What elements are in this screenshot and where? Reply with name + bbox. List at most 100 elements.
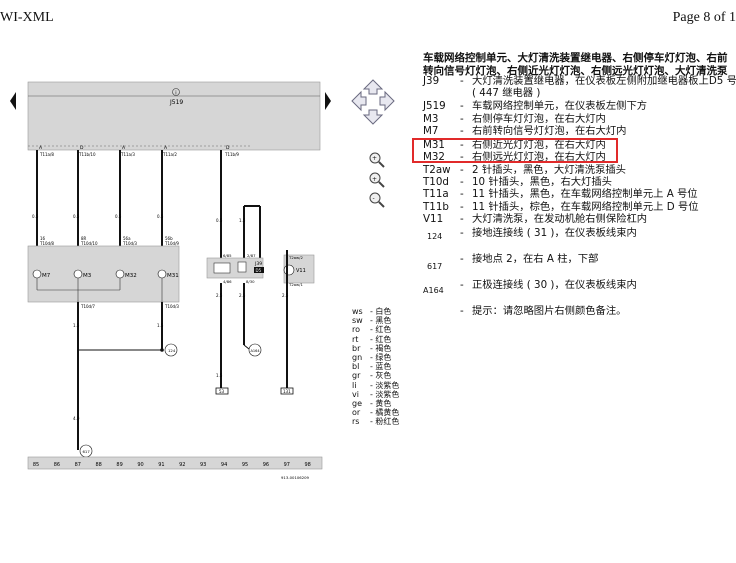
legend-text: 2 针插头，黑色，大灯清洗泵插头 xyxy=(472,164,626,176)
track-number: 86 xyxy=(54,462,60,468)
legend-code: J39 xyxy=(423,75,440,87)
relay-pin: 2/87 xyxy=(247,253,256,258)
track-number: 97 xyxy=(284,462,290,468)
legend-code: M7 xyxy=(423,125,439,135)
wire-group xyxy=(36,150,261,261)
ground-label: 124 xyxy=(168,348,176,353)
color-name: - 褐色 xyxy=(370,343,392,353)
legend-text: 右侧近光灯灯泡，在右大灯内 xyxy=(472,139,606,151)
track-number: 95 xyxy=(242,462,248,468)
color-key-row: ro- 红色 xyxy=(352,325,391,335)
legend-row: 124-接地连接线 ( 31 )，在仪表板线束内 xyxy=(423,227,637,243)
terminal-label: 53 xyxy=(219,389,225,394)
legend-row: M32-右侧远光灯灯泡，在右大灯内 xyxy=(423,151,606,163)
legend-row: J519-车载网络控制单元，在仪表板左侧下方 xyxy=(423,100,648,112)
track-number: 91 xyxy=(158,462,164,468)
bottom-conn: T10d/7 xyxy=(80,304,95,309)
legend-code: M3 xyxy=(423,113,439,125)
legend-row: T2aw-2 针插头，黑色，大灯清洗泵插头 xyxy=(423,164,626,176)
wire-size: 1.5 xyxy=(216,373,223,378)
legend-text: 接地连接线 ( 31 )，在仪表板线束内 xyxy=(472,227,637,239)
zoom-center-icon[interactable] xyxy=(369,172,381,184)
legend-row: -提示：请忽略图片右侧颜色备注。 xyxy=(460,305,627,317)
wire-size: 0.5 xyxy=(216,218,223,223)
zoom-controls: + + - xyxy=(369,152,385,208)
zoom-in-icon[interactable] xyxy=(369,152,381,164)
legend-code: T11a xyxy=(423,188,449,200)
nav-left-icon[interactable] xyxy=(351,90,367,112)
lamp-label: M32 xyxy=(125,273,137,279)
color-name: - 粉红色 xyxy=(370,417,400,427)
color-key-row: ge- 黄色 xyxy=(352,399,391,409)
relay-num: D5 xyxy=(256,268,262,273)
wire-size: 1.5 xyxy=(239,218,246,223)
color-abbr: gr xyxy=(352,371,361,381)
track-number: 89 xyxy=(116,462,122,468)
nav-right-icon[interactable] xyxy=(379,90,395,112)
wire-size: 0.5 xyxy=(73,214,80,219)
relay-pin: 6/85 xyxy=(223,253,232,258)
svg-text:+: + xyxy=(372,176,377,183)
color-abbr: ge xyxy=(352,399,362,408)
legend-row: T11a-11 针插头，黑色，在车载网络控制单元上 A 号位 xyxy=(423,188,698,200)
color-key-row: rt- 红色 xyxy=(352,335,391,345)
pin-conn: T11a/8 xyxy=(39,152,54,157)
ground-point-124 xyxy=(164,343,178,357)
legend-row: J39-大灯清洗装置继电器，在仪表板左侧附加继电器板上D5 号位 xyxy=(423,75,736,87)
legend-text: 提示：请忽略图片右侧颜色备注。 xyxy=(472,305,627,317)
legend-row: 617-接地点 2，在右 A 柱，下部 xyxy=(423,253,598,273)
lamp-symbol xyxy=(157,269,167,279)
prev-page-icon[interactable] xyxy=(10,92,16,110)
color-name: - 蓝色 xyxy=(370,362,392,372)
pump-conn: T2aw/2 xyxy=(288,255,303,260)
track-number: 87 xyxy=(75,462,81,468)
zoom-out-icon[interactable] xyxy=(369,192,381,204)
wire-size: 2.5 xyxy=(239,293,246,298)
lamp-symbol xyxy=(115,269,125,279)
doc-id: 913-00106209 xyxy=(281,475,310,480)
color-abbr: ws xyxy=(352,307,363,316)
pin-label: A xyxy=(164,145,168,151)
next-page-icon[interactable] xyxy=(325,92,331,110)
color-abbr: br xyxy=(352,343,361,353)
track-number: 93 xyxy=(200,462,206,468)
legend-code: A164 xyxy=(423,286,444,295)
headlamp-housing xyxy=(27,245,180,303)
unit-label: J519 xyxy=(169,99,183,106)
relay-label: J39 xyxy=(254,261,262,267)
pin-conn: T11b/10 xyxy=(78,152,96,157)
svg-text:+: + xyxy=(372,155,377,162)
legend-text: 车载网络控制单元，在仪表板左侧下方 xyxy=(472,100,648,112)
nav-up-icon[interactable] xyxy=(362,79,384,95)
legend-row: M3-右侧停车灯灯泡，在右大灯内 xyxy=(423,113,606,125)
wire-size: 1.5 xyxy=(157,323,164,328)
legend-code: J519 xyxy=(423,100,446,112)
wiring-diagram: i J519 A T11a/8 D T11b/10 A T11a/3 A T11… xyxy=(10,81,331,480)
wire-size: 0.5 xyxy=(115,214,122,219)
color-abbr: ro xyxy=(352,325,361,335)
unit-marker-circle xyxy=(172,88,180,96)
lamp-conn: T10d/3 xyxy=(122,241,137,246)
pan-controls xyxy=(351,79,395,125)
legend-text: 右侧远光灯灯泡，在右大灯内 xyxy=(472,151,606,163)
legend-text: 正极连接线 ( 30 )，在仪表板线束内 xyxy=(472,279,637,291)
pin-label: A xyxy=(122,145,126,151)
bottom-conn: T10d/3 xyxy=(164,304,179,309)
nav-down-icon[interactable] xyxy=(362,109,384,125)
color-key-row: gn- 绿色 xyxy=(352,353,391,363)
terminal-box xyxy=(280,387,294,395)
color-abbr: gn xyxy=(352,353,363,362)
lamp-conn: T10d/9 xyxy=(164,241,179,246)
lamp-conn-pre: 56a xyxy=(123,236,131,241)
lamp-symbol xyxy=(32,269,42,279)
color-key-row: sw- 黑色 xyxy=(352,316,391,326)
lamp-label: M31 xyxy=(167,273,179,279)
color-key-row: or- 橘黄色 xyxy=(352,408,399,418)
lamp-conn-pre: 16 xyxy=(40,236,46,241)
color-abbr: li xyxy=(352,380,357,390)
color-name: - 淡紫色 xyxy=(370,380,400,390)
wire-size: 0.5 xyxy=(32,214,39,219)
track-number: 98 xyxy=(305,462,311,468)
color-abbr: rt xyxy=(352,334,359,344)
color-abbr: or xyxy=(352,408,361,418)
